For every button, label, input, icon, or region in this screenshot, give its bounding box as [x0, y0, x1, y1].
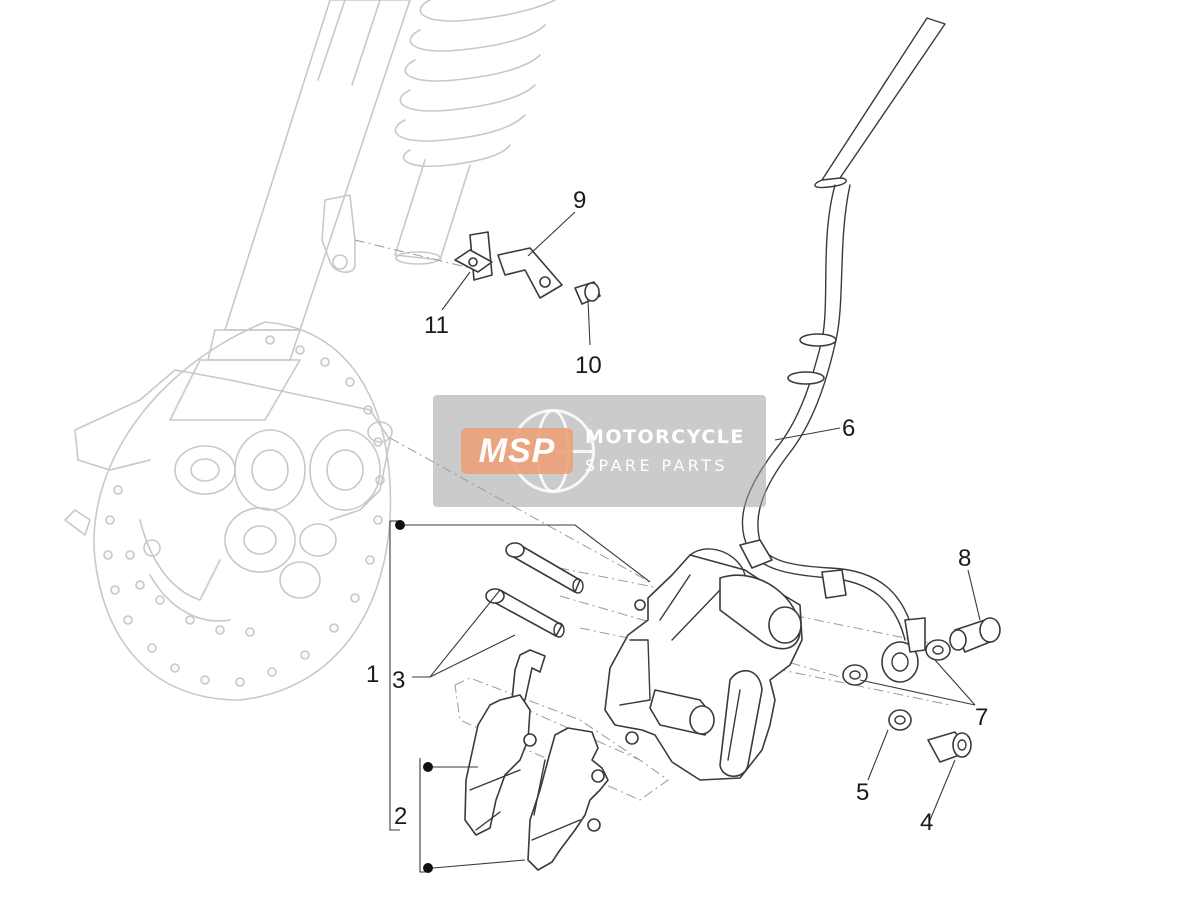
- callout-9: 9: [573, 187, 586, 214]
- brake-caliper: [604, 548, 803, 781]
- callout-10: 10: [575, 352, 602, 379]
- pad-bullet-top: [423, 762, 433, 772]
- callout-labels: 1 2 3 4 5 6 7 8 9 10 11: [366, 187, 988, 836]
- callout-7: 7: [975, 704, 988, 731]
- brake-pads: [464, 649, 609, 871]
- banjo-bolt: [949, 617, 1001, 653]
- bracket-bullet-top: [395, 520, 405, 530]
- ghost-brake-disc: [93, 321, 392, 701]
- watermark-title: MOTORCYCLE: [585, 426, 745, 448]
- ghost-spring: [394, 0, 556, 167]
- callout-3: 3: [392, 667, 405, 694]
- callout-5: 5: [856, 779, 869, 806]
- callout-11: 11: [424, 312, 449, 339]
- pad-bullet-bottom: [423, 863, 433, 873]
- caliper-bolt: [927, 731, 972, 763]
- callout-8: 8: [958, 545, 971, 572]
- ghost-wheel-hub: [64, 369, 393, 622]
- callout-1: 1: [366, 661, 379, 688]
- callout-6: 6: [842, 415, 855, 442]
- watermark-subtitle: SPARE PARTS: [585, 456, 728, 475]
- ghost-fork-assembly: [64, 0, 556, 701]
- guide-pins: [485, 542, 584, 638]
- callout-2: 2: [394, 803, 407, 830]
- watermark-banner: MSP MOTORCYCLE SPARE PARTS: [433, 395, 766, 507]
- caliper-washer: [888, 709, 912, 731]
- brake-hose: [739, 17, 946, 683]
- callout-4: 4: [920, 809, 933, 836]
- leader-lines: [389, 211, 981, 873]
- hose-clamp: [454, 231, 601, 305]
- watermark-logo: MSP: [461, 428, 573, 474]
